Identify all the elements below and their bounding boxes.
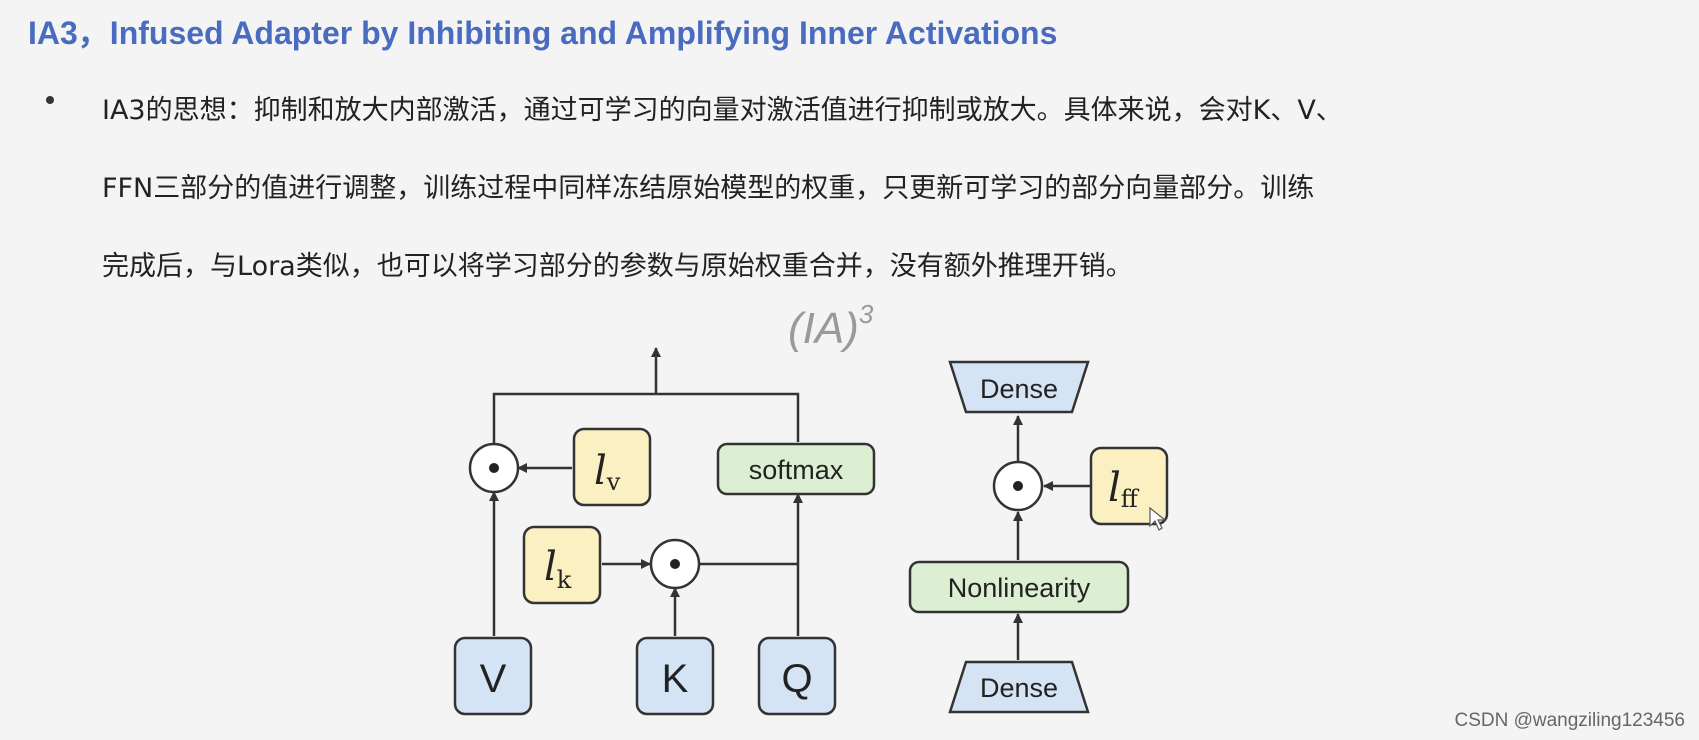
input-k-label: K bbox=[662, 657, 689, 701]
nonlinearity-box: Nonlinearity bbox=[908, 560, 1130, 614]
l-v-box: lv bbox=[572, 427, 652, 507]
diagram-title-base: (IA) bbox=[788, 304, 859, 353]
dense-bottom-label: Dense bbox=[980, 673, 1058, 703]
l-k-base: l bbox=[544, 544, 557, 590]
input-v-box: V bbox=[453, 636, 533, 716]
input-q-box: Q bbox=[757, 636, 837, 716]
page-title: IA3，Infused Adapter by Inhibiting and Am… bbox=[28, 15, 1058, 51]
paragraph-line-2: FFN三部分的值进行调整，训练过程中同样冻结原始模型的权重，只更新可学习的部分向… bbox=[102, 173, 1315, 204]
softmax-box: softmax bbox=[716, 442, 876, 496]
multiply-k-node bbox=[649, 538, 701, 590]
diagram-title-sup: 3 bbox=[859, 299, 874, 329]
svg-text:lff: lff bbox=[1108, 465, 1140, 513]
l-ff-box: lff bbox=[1089, 446, 1169, 526]
diagram-title: (IA)3 bbox=[788, 299, 874, 353]
dense-top-label: Dense bbox=[980, 374, 1058, 404]
softmax-label: softmax bbox=[749, 455, 844, 485]
dense-top-box: Dense bbox=[948, 360, 1090, 414]
paragraph-line-1: IA3的思想：抑制和放大内部激活，通过可学习的向量对激活值进行抑制或放大。具体来… bbox=[102, 95, 1343, 126]
watermark: CSDN @wangziling123456 bbox=[1454, 710, 1685, 731]
l-ff-sub: ff bbox=[1121, 485, 1140, 513]
l-ff-base: l bbox=[1108, 465, 1121, 511]
bullet-dot bbox=[46, 96, 54, 104]
nonlinearity-label: Nonlinearity bbox=[948, 573, 1091, 603]
l-v-sub: v bbox=[606, 468, 621, 496]
l-k-box: lk bbox=[522, 525, 602, 605]
l-v-base: l bbox=[594, 448, 607, 494]
svg-text:lv: lv bbox=[594, 448, 621, 496]
multiply-v-node bbox=[468, 442, 520, 494]
dense-bottom-box: Dense bbox=[948, 660, 1090, 714]
input-q-label: Q bbox=[781, 657, 812, 701]
mouse-cursor-icon bbox=[1149, 506, 1167, 531]
l-k-sub: k bbox=[557, 566, 572, 594]
svg-text:lk: lk bbox=[544, 544, 572, 594]
input-k-box: K bbox=[635, 636, 715, 716]
multiply-ff-node bbox=[992, 460, 1044, 512]
attention-connectors bbox=[489, 347, 803, 636]
ffn-connectors bbox=[1013, 415, 1090, 660]
paragraph-line-3: 完成后，与Lora类似，也可以将学习部分的参数与原始权重合并，没有额外推理开销。 bbox=[102, 251, 1133, 282]
input-v-label: V bbox=[480, 657, 507, 701]
